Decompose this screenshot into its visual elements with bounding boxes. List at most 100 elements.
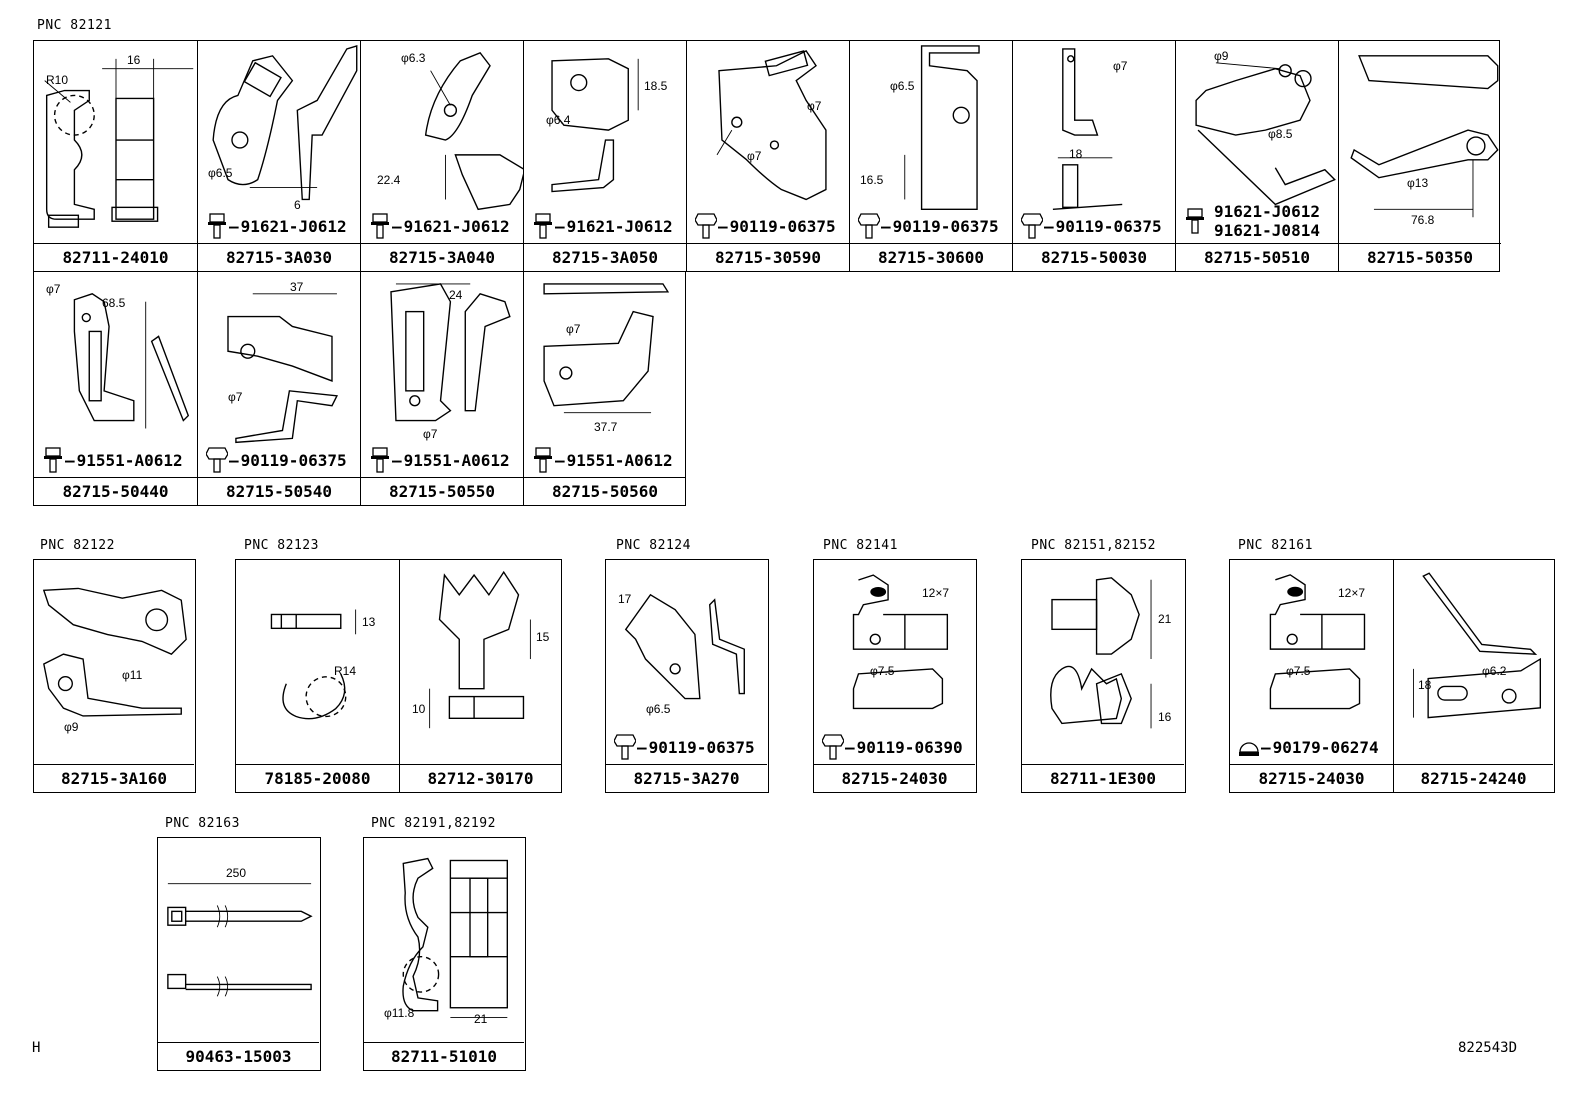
part-cell[interactable]: 13 R14 78185-20080 [236, 560, 399, 792]
dim-label: φ7 [228, 390, 243, 404]
bolt-part-number: 91621-J0612 [403, 216, 510, 236]
dim-label: R10 [46, 73, 69, 87]
bracket-drawing [543, 283, 670, 414]
part-number: 82711-24010 [34, 243, 197, 271]
part-cell[interactable]: φ6.5 6 — 91621-J0612 82715-3A030 [197, 41, 360, 271]
part-number: 82715-50510 [1176, 243, 1338, 271]
bolt-part-number: 90119-06375 [729, 216, 836, 236]
part-cell[interactable]: 12×7 φ7.5 — 90179-06274 82715-24030 [1230, 560, 1393, 792]
bolt-part-number: 91621-J0612 [1214, 202, 1320, 221]
dim-label: φ7 [1113, 59, 1128, 73]
dim-label: φ7 [807, 99, 822, 113]
bolt-callout: — 91551-A0612 [369, 447, 510, 473]
dim-label: φ6.4 [546, 113, 571, 127]
dim-label: 16.5 [860, 173, 884, 187]
dim-label: 37 [290, 280, 304, 294]
part-number: 78185-20080 [236, 764, 399, 792]
bracket-drawing [904, 45, 980, 211]
bracket-drawing [852, 574, 949, 710]
dim-label: 15 [536, 630, 550, 644]
bolt-part-number: 91621-J0612 [566, 216, 673, 236]
dim-label: 250 [226, 866, 247, 880]
part-number: 82715-50030 [1013, 243, 1175, 271]
dim-label: 22.4 [377, 173, 401, 187]
part-cell[interactable]: φ7 φ7 — 90119-06375 82715-30590 [686, 41, 849, 271]
part-cell[interactable]: 24 φ7 — 91551-A0612 82715-50550 [360, 272, 523, 505]
bolt-part-number: 90119-06390 [856, 737, 963, 757]
part-number: 82715-24030 [814, 764, 975, 792]
part-cell[interactable]: φ13 76.8 82715-50350 [1338, 41, 1501, 271]
parts-table-82151: 21 16 82711-1E300 [1021, 559, 1186, 793]
part-cell[interactable]: φ6.5 16.5 — 90119-06375 82715-30600 [849, 41, 1012, 271]
dim-label: φ6.3 [401, 51, 426, 65]
part-cell[interactable]: φ7 37.7 — 91551-A0612 82715-50560 [523, 272, 686, 505]
part-number: 82715-50350 [1339, 243, 1501, 271]
part-cell[interactable]: 17 φ6.5 — 90119-06375 82715-3A270 [606, 560, 767, 792]
nut-icon [1239, 742, 1259, 756]
part-cell[interactable]: R10 16 82711-24010 [34, 41, 197, 271]
dim-label: 18 [1418, 678, 1432, 692]
dim-label: φ11.8 [384, 1006, 415, 1020]
bolt-icon [1021, 213, 1043, 239]
part-cell[interactable]: φ7 68.5 — 91551-A0612 82715-50440 [34, 272, 197, 505]
dim-label: φ7 [423, 427, 438, 441]
bracket-drawing [1350, 55, 1499, 218]
bracket-drawing [624, 593, 745, 700]
bracket-drawing [1195, 62, 1336, 206]
part-cell[interactable]: 18 φ6.2 82715-24240 [1393, 560, 1553, 792]
parts-table-82121-row2: φ7 68.5 — 91551-A0612 82715-50440 37 φ7 … [33, 271, 686, 506]
clamp-drawing [42, 587, 187, 717]
part-cell[interactable]: 21 16 82711-1E300 [1022, 560, 1184, 792]
part-cell[interactable]: 18.5 φ6.4 — 91621-J0612 82715-3A050 [523, 41, 686, 271]
part-cell[interactable]: φ11 φ9 82715-3A160 [34, 560, 194, 792]
bolt-part-number: 90119-06375 [648, 737, 755, 757]
part-number: 82715-30600 [850, 243, 1012, 271]
clip-drawing [429, 570, 531, 729]
bolt-icon [858, 213, 880, 239]
part-cell[interactable]: φ6.3 22.4 — 91621-J0612 82715-3A040 [360, 41, 523, 271]
bolt-part-number: 90179-06274 [1272, 737, 1379, 757]
bracket-drawing [1052, 48, 1123, 211]
cable-tie-drawing [167, 883, 313, 997]
part-cell[interactable]: 15 10 82712-30170 [399, 560, 561, 792]
parts-table-82141: 12×7 φ7.5 — 90119-06390 82715-24030 [813, 559, 977, 793]
part-cell[interactable]: φ11.8 21 82711-51010 [364, 838, 524, 1070]
parts-table-82191: φ11.8 21 82711-51010 [363, 837, 526, 1071]
dim-label: φ9 [64, 720, 79, 734]
parts-table-82123: 13 R14 78185-20080 15 10 82712-30170 [235, 559, 562, 793]
bracket-drawing [424, 52, 523, 211]
pnc-label-82121: PNC 82121 [37, 18, 112, 33]
parts-table-82161: 12×7 φ7.5 — 90179-06274 82715-24030 18 φ… [1229, 559, 1555, 793]
bracket-drawing [1413, 572, 1542, 719]
dim-label: φ7 [566, 322, 581, 336]
parts-table-82121-row1: R10 16 82711-24010 φ6.5 6 — 91621-J0612 … [33, 40, 1501, 272]
bolt-callout: — 91621-J0612 [532, 213, 673, 239]
dim-label: φ6.5 [646, 702, 671, 716]
bolt-icon [371, 213, 389, 239]
clip-drawing [1050, 577, 1152, 729]
part-number: 82715-50540 [198, 477, 360, 505]
corner-mark: H [32, 1040, 41, 1056]
pnc-label-82124: PNC 82124 [616, 538, 691, 553]
bolt-icon [206, 447, 228, 473]
dim-label: 76.8 [1411, 213, 1435, 227]
part-number: 82715-3A030 [198, 243, 360, 271]
bolt-icon [44, 447, 62, 473]
part-cell[interactable]: 12×7 φ7.5 — 90119-06390 82715-24030 [814, 560, 975, 792]
dim-label: 6 [294, 198, 301, 212]
bracket-drawing [551, 58, 639, 193]
part-cell[interactable]: φ7 18 — 90119-06375 82715-50030 [1012, 41, 1175, 271]
dim-label: 24 [449, 288, 463, 302]
part-cell[interactable]: 250 90463-15003 [158, 838, 319, 1070]
part-number: 82715-24240 [1394, 764, 1553, 792]
part-cell[interactable]: 37 φ7 — 90119-06375 82715-50540 [197, 272, 360, 505]
bolt-callout: — 91621-J0612 [206, 213, 347, 239]
part-number: 82715-3A270 [606, 764, 767, 792]
bolt-icon [614, 734, 636, 760]
bolt-callout: — 90179-06274 [1238, 734, 1379, 760]
dim-label: φ6.5 [208, 166, 233, 180]
dim-label: φ11 [122, 668, 143, 682]
bracket-drawing [716, 50, 827, 201]
